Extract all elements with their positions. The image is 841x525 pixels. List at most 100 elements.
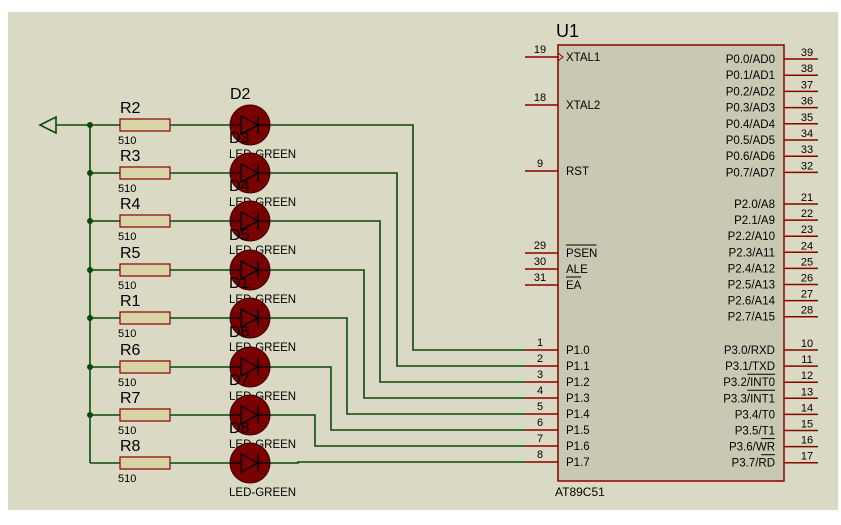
pin-number: 22 — [801, 208, 813, 220]
resistor-ref: R5 — [120, 245, 141, 262]
net-wire-p1-3 — [270, 269, 525, 399]
pin-name: P3.5/T1 — [735, 426, 775, 438]
resistor-value: 510 — [118, 328, 136, 340]
chip-pin-p1-5: 6P1.5 — [525, 417, 590, 437]
pin-name: P1.6 — [566, 441, 590, 453]
pin-name: P2.3/A11 — [729, 247, 775, 259]
resistor-body — [119, 166, 171, 180]
pin-number: 33 — [801, 144, 813, 156]
pin-name: P3.0/RXD — [724, 345, 775, 357]
net-wire-p1-0 — [270, 124, 525, 351]
pin-name: P3.4/T0 — [735, 409, 775, 421]
pin-number: 17 — [801, 451, 813, 463]
chip-body — [557, 44, 785, 482]
pin-number: 27 — [801, 289, 813, 301]
chip-pin-p1-6: 7P1.6 — [525, 433, 590, 453]
pin-name: P0.1/AD1 — [726, 70, 775, 82]
pin-number: 23 — [801, 224, 813, 236]
pin-name: P3.2/INT0 — [723, 377, 775, 389]
pin-name: P2.1/A9 — [734, 215, 775, 227]
pin-name: XTAL1 — [566, 52, 600, 64]
pin-number: 10 — [801, 338, 813, 350]
resistor-value: 510 — [118, 473, 136, 485]
resistor-body — [119, 118, 171, 132]
resistor-body — [119, 263, 171, 277]
net-wire-p1-4 — [270, 317, 525, 415]
pin-number: 13 — [801, 386, 813, 398]
clock-mark — [557, 52, 564, 62]
pin-name: ALE — [566, 264, 588, 276]
resistor-body — [119, 408, 171, 422]
chip-pin-p1-2: 3P1.2 — [525, 369, 590, 389]
led-ref: D1 — [229, 275, 250, 292]
chip-pin-p1-7: 8P1.7 — [525, 449, 590, 469]
pin-number: 15 — [801, 419, 813, 431]
pin-name: P2.0/A8 — [734, 199, 775, 211]
net-wire-p1-6 — [270, 414, 525, 447]
resistor-body — [119, 360, 171, 374]
led-value: LED-GREEN — [229, 487, 296, 499]
pin-number: 8 — [537, 449, 543, 461]
components-layer: R2510D2LED-GREENR3510D3LED-GREENR4510D4L… — [38, 86, 296, 499]
led-ref: D7 — [229, 372, 250, 389]
chip-pin-p1-4: 5P1.4 — [525, 401, 590, 421]
pin-number: 31 — [534, 272, 546, 284]
resistor-value: 510 — [118, 183, 136, 195]
resistor-ref: R1 — [120, 293, 141, 310]
pin-name: P2.4/A12 — [728, 263, 775, 275]
pin-number: 32 — [801, 160, 813, 172]
pin-name: PSEN — [566, 248, 597, 260]
led-ref: D5 — [229, 227, 250, 244]
pin-number: 25 — [801, 256, 813, 268]
pin-name: P1.4 — [566, 409, 590, 421]
resistor-value: 510 — [118, 135, 136, 147]
pin-number: 2 — [537, 353, 543, 365]
pin-number: 9 — [537, 158, 543, 170]
pin-number: 26 — [801, 273, 813, 285]
net-wire-p1-2 — [270, 220, 525, 383]
resistor-ref: R6 — [120, 342, 141, 359]
chip-pin-p1-0: 1P1.0 — [525, 337, 590, 357]
pin-number: 6 — [537, 417, 543, 429]
chip-u1[interactable]: U1 AT89C51 19XTAL118XTAL29RST29PSEN30ALE… — [525, 21, 818, 499]
pin-number: 29 — [534, 240, 546, 252]
resistor-ref: R7 — [120, 390, 141, 407]
led-ref: D3 — [229, 130, 250, 147]
pin-name: P1.1 — [566, 361, 590, 373]
resistor-ref: R4 — [120, 196, 141, 213]
resistor-body — [119, 311, 171, 325]
pin-name: P2.7/A15 — [728, 312, 775, 324]
pin-number: 34 — [801, 128, 813, 140]
led-ref: D6 — [229, 324, 250, 341]
resistor-value: 510 — [118, 377, 136, 389]
pin-name: P1.3 — [566, 393, 590, 405]
pin-name: P2.6/A14 — [728, 296, 776, 308]
chip-pin-p1-3: 4P1.3 — [525, 385, 590, 405]
pin-name: P1.5 — [566, 425, 590, 437]
pin-number: 39 — [801, 47, 813, 59]
pin-name: P0.6/AD6 — [726, 151, 775, 163]
pin-name: P0.0/AD0 — [726, 54, 775, 66]
pin-number: 38 — [801, 63, 813, 75]
resistor-body — [119, 214, 171, 228]
pin-number: 18 — [534, 92, 546, 104]
